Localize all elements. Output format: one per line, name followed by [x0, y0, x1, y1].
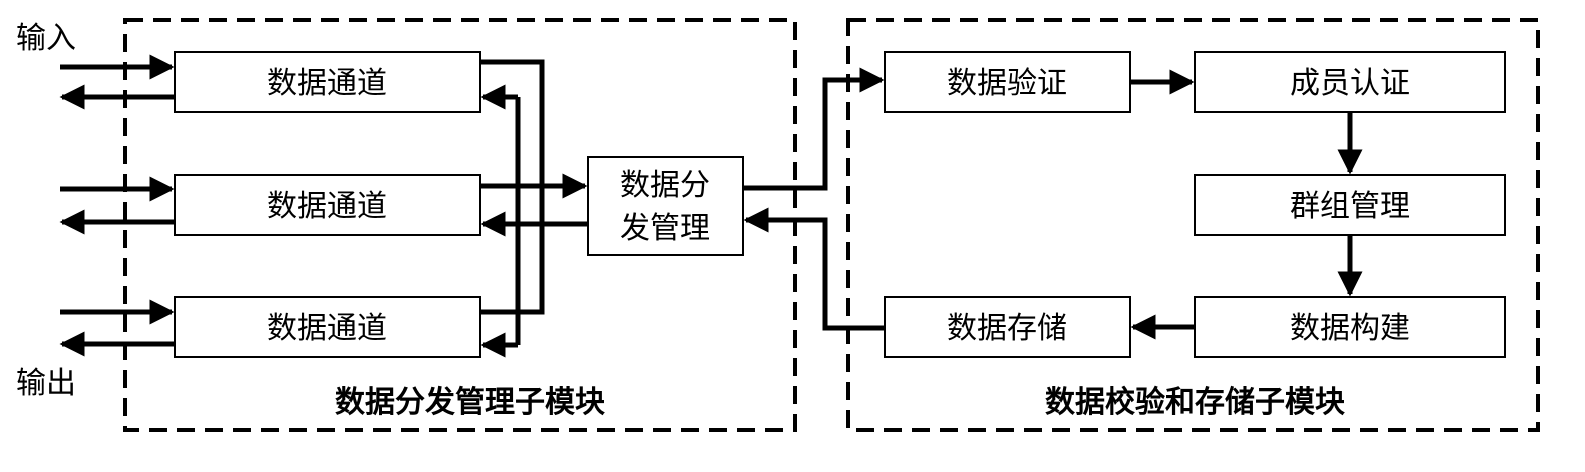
input-label: 输入: [16, 21, 76, 56]
svg-text:群组管理: 群组管理: [1290, 189, 1410, 224]
svg-text:数据存储: 数据存储: [947, 311, 1067, 346]
data-store-box: 数据存储: [884, 296, 1131, 358]
manager-line1: 数据分: [620, 168, 710, 203]
group-mgmt-box: 群组管理: [1194, 174, 1506, 236]
right-module-frame: [846, 18, 1540, 432]
svg-text:成员认证: 成员认证: [1290, 66, 1410, 101]
member-auth-box: 成员认证: [1194, 51, 1506, 113]
left-module-frame: [123, 18, 797, 432]
manager-box: 数据分 发管理: [587, 156, 744, 256]
channel-box: 数据通道: [174, 296, 481, 358]
manager-line2: 发管理: [620, 211, 710, 246]
data-build-box: 数据构建: [1194, 296, 1506, 358]
channel-label: 数据通道: [267, 66, 387, 101]
svg-text:数据构建: 数据构建: [1290, 311, 1410, 346]
channel-box: 数据通道: [174, 174, 481, 236]
manager-to-verify: [743, 67, 885, 191]
channel-label: 数据通道: [267, 311, 387, 346]
store-to-manager: [743, 207, 885, 331]
right-module-caption: 数据校验和存储子模块: [1045, 385, 1345, 420]
channel-box: 数据通道: [174, 51, 481, 113]
svg-text:数据验证: 数据验证: [947, 66, 1067, 101]
output-label: 输出: [16, 366, 76, 401]
connectors: [59, 54, 1363, 358]
channel-label: 数据通道: [267, 189, 387, 224]
left-module-caption: 数据分发管理子模块: [335, 385, 605, 420]
verify-box: 数据验证: [884, 51, 1131, 113]
